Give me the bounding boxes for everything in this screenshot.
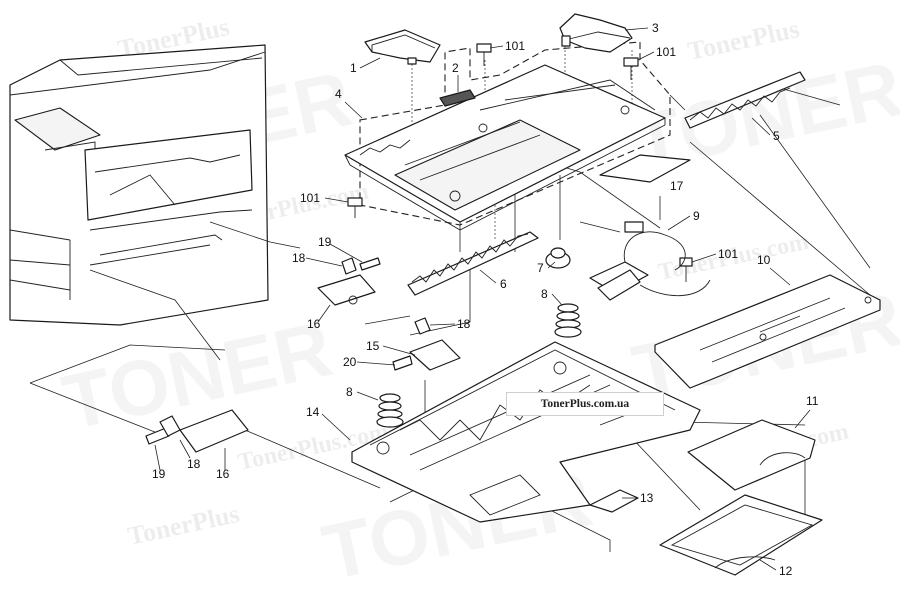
- copier-main-body: [9, 44, 269, 326]
- part-16-lever: [179, 409, 249, 453]
- watermark-text: TonerPlus: [685, 14, 802, 66]
- part-6-rack: [407, 231, 539, 296]
- callout-20: 20: [343, 355, 357, 369]
- watermark-text: TonerPlus: [125, 499, 242, 551]
- callout-101: 101: [656, 45, 676, 59]
- part-1-hinge-bracket: [364, 29, 441, 65]
- hinge-cluster-center: [392, 317, 461, 371]
- part-8-spring: [554, 303, 582, 338]
- callout-16: 16: [307, 317, 321, 331]
- callout-6: 6: [500, 277, 507, 291]
- callout-4: 4: [335, 87, 342, 101]
- springs-8: [376, 303, 582, 428]
- part-18-clip: [414, 317, 431, 335]
- callout-10: 10: [757, 253, 771, 267]
- callout-12: 12: [779, 564, 793, 578]
- callout-18: 18: [292, 251, 306, 265]
- part-4-top-plate: [344, 64, 666, 231]
- callout-5: 5: [773, 129, 780, 143]
- part-19-pin: [359, 257, 381, 271]
- callout-15: 15: [366, 339, 380, 353]
- callout-leaders: [154, 27, 811, 571]
- screw: [476, 43, 492, 66]
- callout-labels: 1 2 3 4 5 6 7 8 8 9 10 11 12 13 14 15 16…: [152, 21, 819, 578]
- part-12-cover-frame: [659, 494, 823, 576]
- part-9-motor-harness: [589, 221, 711, 301]
- screw: [623, 57, 639, 80]
- callout-101: 101: [300, 191, 320, 205]
- callout-9: 9: [693, 209, 700, 223]
- site-watermark-banner: TonerPlus.com.ua: [506, 392, 664, 416]
- callout-2: 2: [452, 61, 459, 75]
- part-7-gear: [545, 247, 571, 269]
- part-8-spring: [376, 393, 404, 428]
- callout-13: 13: [640, 491, 654, 505]
- callout-14: 14: [306, 405, 320, 419]
- callout-16: 16: [216, 467, 230, 481]
- part-3-hinge-bracket: [559, 13, 633, 53]
- callout-101: 101: [505, 39, 525, 53]
- part-16-lever: [317, 274, 376, 306]
- callout-101: 101: [718, 247, 738, 261]
- hinge-cluster-upper: [317, 257, 381, 306]
- part-17-sheet: [599, 154, 691, 183]
- callout-7: 7: [537, 261, 544, 275]
- part-13-bracket: [589, 489, 639, 513]
- callout-19: 19: [152, 467, 166, 481]
- part-11-cover: [687, 419, 816, 491]
- part-18-clip: [341, 257, 357, 275]
- callout-8: 8: [541, 287, 548, 301]
- callout-3: 3: [652, 21, 659, 35]
- part-15-bracket: [409, 339, 461, 371]
- callout-11: 11: [806, 394, 819, 408]
- callout-17: 17: [670, 179, 684, 193]
- part-2-pad: [439, 89, 476, 107]
- part-10-frame: [654, 274, 881, 389]
- assembly-outline-4: [359, 41, 671, 226]
- callout-8: 8: [346, 385, 353, 399]
- callout-18: 18: [457, 317, 471, 331]
- hinge-cluster-lower: [145, 409, 249, 453]
- callout-19: 19: [318, 235, 332, 249]
- callout-18: 18: [187, 457, 201, 471]
- callout-1: 1: [350, 61, 357, 75]
- part-5-rack-rail: [684, 71, 806, 129]
- part-20-pin: [392, 355, 413, 371]
